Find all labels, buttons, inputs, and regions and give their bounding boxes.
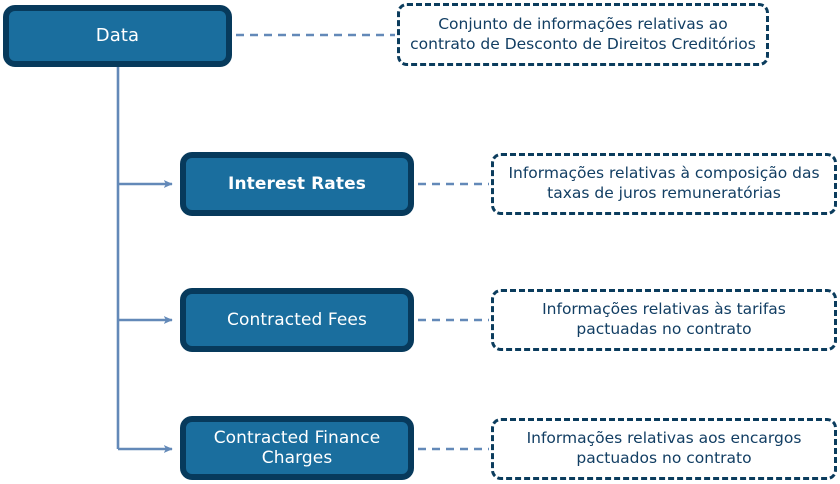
- node-data-label: Data: [95, 25, 140, 47]
- node-interest-rates[interactable]: Interest Rates: [180, 152, 414, 216]
- annotation-data-text: Conjunto de informações relativas ao con…: [410, 14, 756, 53]
- node-interest-rates-label: Interest Rates: [228, 173, 366, 194]
- node-contracted-finance-charges[interactable]: Contracted Finance Charges: [180, 416, 414, 480]
- annotation-interest-rates: Informações relativas à composição das t…: [491, 153, 837, 215]
- annotation-interest-rates-text: Informações relativas à composição das t…: [508, 164, 820, 202]
- node-data[interactable]: Data: [3, 5, 232, 67]
- annotation-contracted-fees-text: Informações relativas às tarifas pactuad…: [542, 300, 786, 338]
- annotation-data: Conjunto de informações relativas ao con…: [397, 3, 769, 66]
- annotation-contracted-finance-charges: Informações relativas aos encargos pactu…: [491, 418, 837, 480]
- node-contracted-fees-label: Contracted Fees: [227, 309, 367, 330]
- annotation-contracted-finance-charges-text: Informações relativas aos encargos pactu…: [526, 429, 802, 467]
- node-contracted-finance-charges-label: Contracted Finance Charges: [213, 427, 381, 468]
- node-contracted-fees[interactable]: Contracted Fees: [180, 288, 414, 352]
- annotation-contracted-fees: Informações relativas às tarifas pactuad…: [491, 289, 837, 351]
